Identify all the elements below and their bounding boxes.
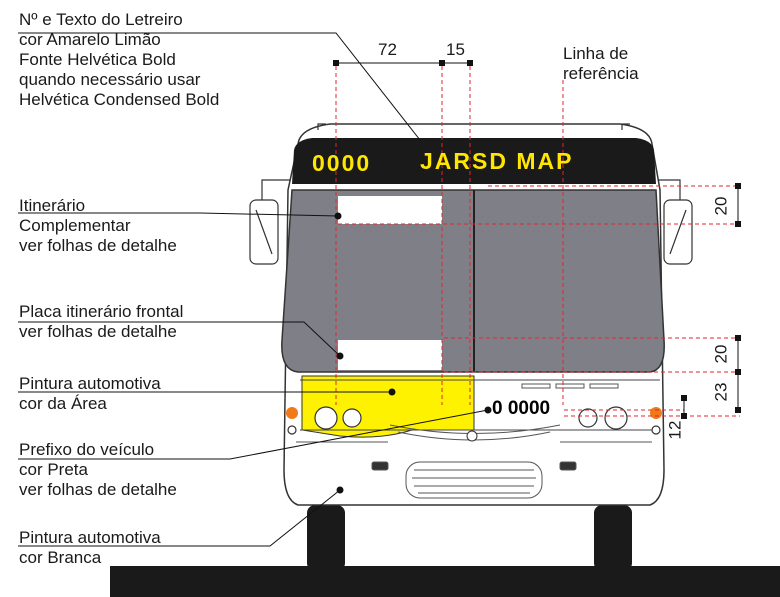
label-line: Pintura automotiva: [19, 528, 161, 547]
dim-15: 15: [446, 40, 465, 59]
label-line: ver folhas de detalhe: [19, 480, 177, 499]
headlights: [287, 406, 661, 435]
itinerary-panel: [338, 196, 442, 224]
marquee-text: JARSD MAP: [420, 148, 574, 174]
label-vehicle-prefix: Prefixo do veículo cor Preta ver folhas …: [19, 440, 177, 500]
destination-sign-panel: [292, 138, 656, 184]
label-destination-sign: Nº e Texto do Letreiro cor Amarelo Limão…: [19, 10, 219, 110]
label-line: Linha de: [563, 44, 629, 63]
dim-12: 12: [665, 420, 685, 440]
vehicle-prefix-number: 0 0000: [492, 398, 551, 419]
marquee-number: 0000: [312, 150, 372, 176]
label-line: Nº e Texto do Letreiro: [19, 10, 183, 29]
dimension-ticks: [333, 60, 741, 419]
label-line: ver folhas de detalhe: [19, 322, 177, 341]
label-line: cor Amarelo Limão: [19, 30, 161, 49]
label-reference-line: Linha de referência: [563, 44, 639, 84]
dim-20-top: 20: [711, 196, 731, 216]
label-line: cor da Área: [19, 394, 107, 413]
label-line: ver folhas de detalhe: [19, 236, 177, 255]
dim-20-bottom: 20: [711, 344, 731, 364]
wheel-right: [594, 505, 632, 571]
label-line: Prefixo do veículo: [19, 440, 155, 459]
mirror-left: [249, 179, 292, 265]
label-line: Pintura automotiva: [19, 374, 161, 393]
wheel-left: [307, 505, 345, 571]
label-front-plate: Placa itinerário frontal ver folhas de d…: [19, 302, 183, 342]
label-line: Helvética Condensed Bold: [19, 90, 220, 109]
ground-bar: [110, 566, 780, 597]
label-line: referência: [563, 64, 639, 83]
label-line: cor Branca: [19, 548, 102, 567]
label-line: cor Preta: [19, 460, 88, 479]
front-plate-panel: [338, 340, 442, 370]
label-line: Complementar: [19, 216, 131, 235]
mirror-right: [656, 179, 693, 265]
indicator-left: [286, 407, 298, 419]
label-white-paint: Pintura automotiva cor Branca: [19, 528, 161, 568]
dim-23: 23: [711, 382, 731, 402]
indicator-right: [650, 407, 662, 419]
leader-dots: [334, 212, 492, 494]
label-line: Placa itinerário frontal: [19, 302, 184, 321]
label-line: Fonte Helvética Bold: [19, 50, 176, 69]
reference-lines: [335, 66, 740, 417]
label-itinerary: Itinerário Complementar ver folhas de de…: [19, 196, 177, 256]
label-line: Itinerário: [19, 196, 86, 215]
dim-72: 72: [378, 40, 397, 59]
emblem: [466, 430, 478, 442]
label-area-paint: Pintura automotiva cor da Área: [19, 374, 161, 414]
label-line: quando necessário usar: [19, 70, 201, 89]
leader-lines: [18, 32, 489, 547]
